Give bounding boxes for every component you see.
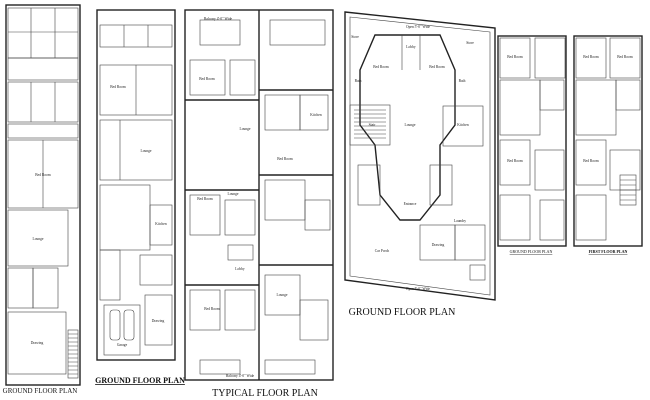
plan-3-title: TYPICAL FLOOR PLAN (212, 388, 318, 399)
room-label: Bath (459, 79, 466, 83)
plan-1-ground-floor: Bed Room Lounge Drawing (5, 4, 81, 386)
plan-4-title: GROUND FLOOR PLAN (349, 307, 456, 318)
room-label: Open 5'-0" Wide (406, 287, 430, 291)
stair (67, 329, 79, 379)
plan-1-title: GROUND FLOOR PLAN (3, 387, 78, 395)
plan-2-ground-floor: Bed Room Lounge Kitchen Garage Drawing (96, 9, 176, 361)
room-label: Lounge (405, 123, 416, 127)
room-label: Lobby (235, 267, 245, 271)
room-label: Lounge (141, 149, 152, 153)
room-label: Bath (355, 79, 362, 83)
room-label: Lounge (228, 192, 239, 196)
room-label: Bed Room (277, 157, 293, 161)
plan-3-typical-floor: Balcony 4'-0" Wide Bed Room Lounge Kitch… (184, 9, 334, 381)
room-label: Bed Room (197, 197, 213, 201)
room-label: Kitchen (310, 113, 322, 117)
room-label: Car Porch (375, 249, 390, 253)
room-label: Stair (369, 123, 377, 127)
room-label: Store (351, 35, 359, 39)
room-label: Bed Room (429, 65, 445, 69)
room-label: Store (466, 41, 474, 45)
room-label: Drawing (432, 243, 445, 247)
room-label: Bed Room (617, 55, 633, 59)
room-label: Garage (117, 343, 128, 347)
room-label: Bed Room (583, 159, 599, 163)
room-label: Bed Room (583, 55, 599, 59)
room-label: Entrance (404, 202, 417, 206)
room-label: Lounge (33, 237, 44, 241)
room-label: Bed Room (110, 85, 126, 89)
room-label: Laundry (454, 219, 466, 223)
room-label: Bed Room (204, 307, 220, 311)
plan-6-title: FIRST FLOOR PLAN (589, 249, 628, 254)
room-label: Kitchen (155, 222, 167, 226)
room-label: Balcony 4'-0" Wide (204, 17, 233, 21)
plan-5-ground-floor: Bed Room Bed Room (497, 35, 567, 247)
room-label: Bed Room (199, 77, 215, 81)
room-label: Lobby (406, 45, 416, 49)
plan-2-title: GROUND FLOOR PLAN (95, 376, 185, 385)
plan-4-ground-floor: Open 5'-0" Wide Store Store Lobby Bed Ro… (344, 11, 496, 301)
room-label: Lounge (240, 127, 251, 131)
room-label: Open 5'-0" Wide (406, 25, 430, 29)
room-label: Bed Room (373, 65, 389, 69)
room-label: Lounge (277, 293, 288, 297)
plan-6-first-floor: Bed Room Bed Room Bed Room (573, 35, 643, 247)
room-label: Bed Room (507, 159, 523, 163)
room-label: Kitchen (457, 123, 469, 127)
room-label: Balcony 4'-0" Wide (226, 374, 255, 378)
room-label: Drawing (152, 319, 165, 323)
plan-5-title: GROUND FLOOR PLAN (510, 249, 553, 254)
room-label: Bed Room (35, 173, 51, 177)
room-label: Drawing (31, 341, 44, 345)
room-label: Bed Room (507, 55, 523, 59)
